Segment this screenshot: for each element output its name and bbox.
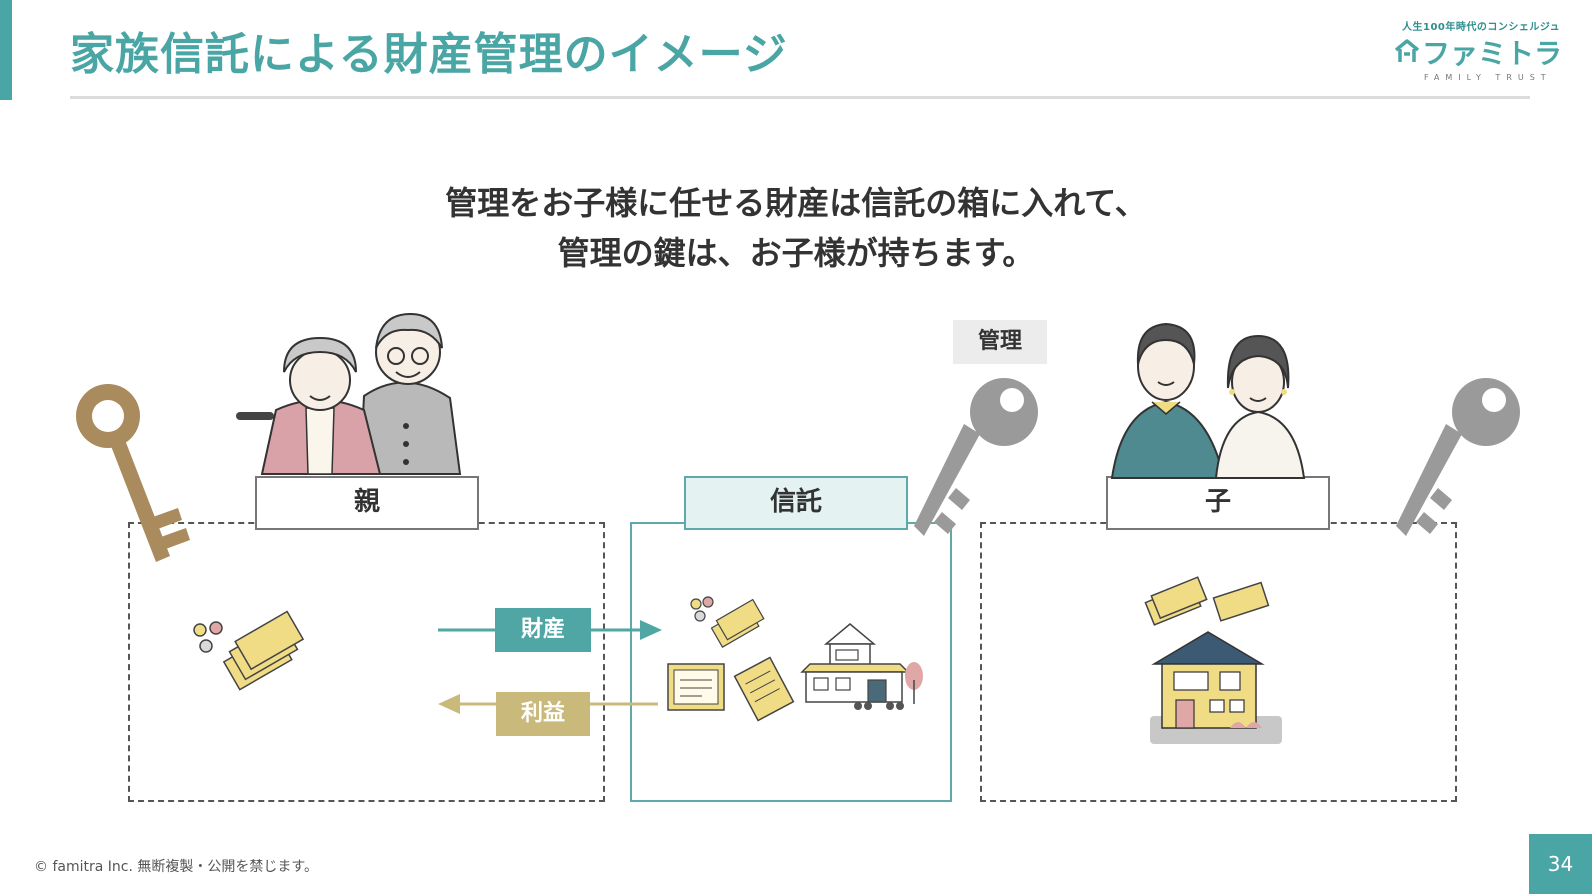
logo-subtitle: FAMILY TRUST — [1424, 73, 1552, 82]
child-couple-illustration — [1110, 322, 1306, 479]
money-icon — [1144, 576, 1270, 626]
headline-line-2: 管理の鍵は、お子様が持ちます。 — [557, 234, 1035, 272]
accent-bar — [0, 0, 12, 100]
key-icon — [1396, 378, 1520, 536]
profit-arrow-label: 利益 — [496, 692, 590, 736]
page-title: 家族信託による財産管理のイメージ — [70, 29, 788, 80]
title-divider — [70, 96, 1530, 99]
house-icon — [800, 623, 923, 710]
property-arrow-label: 財産 — [495, 608, 591, 652]
money-icon — [193, 610, 305, 691]
elderly-couple-illustration — [236, 312, 462, 475]
document-icon — [733, 656, 795, 722]
money-icon — [690, 596, 765, 648]
certificate-icon — [667, 663, 725, 711]
key-icon — [914, 378, 1038, 536]
management-tag: 管理 — [953, 320, 1047, 364]
logo-tagline: 人生100年時代のコンシェルジュ — [1402, 22, 1561, 33]
logo-name: ファミトラ — [1422, 37, 1563, 70]
house-icon — [1150, 631, 1282, 744]
copyright: © famitra Inc. 無断複製・公開を禁じます。 — [34, 859, 318, 875]
headline-line-1: 管理をお子様に任せる財産は信託の箱に入れて、 — [445, 184, 1147, 222]
page-number: 34 — [1529, 834, 1592, 894]
parent-label: 親 — [255, 476, 479, 530]
key-icon — [76, 384, 190, 562]
child-label: 子 — [1106, 476, 1330, 530]
house-icon — [1394, 39, 1420, 62]
trust-label: 信託 — [684, 476, 908, 530]
brand-logo: 人生100年時代のコンシェルジュ ファミトラ FAMILY TRUST — [1394, 18, 1566, 88]
